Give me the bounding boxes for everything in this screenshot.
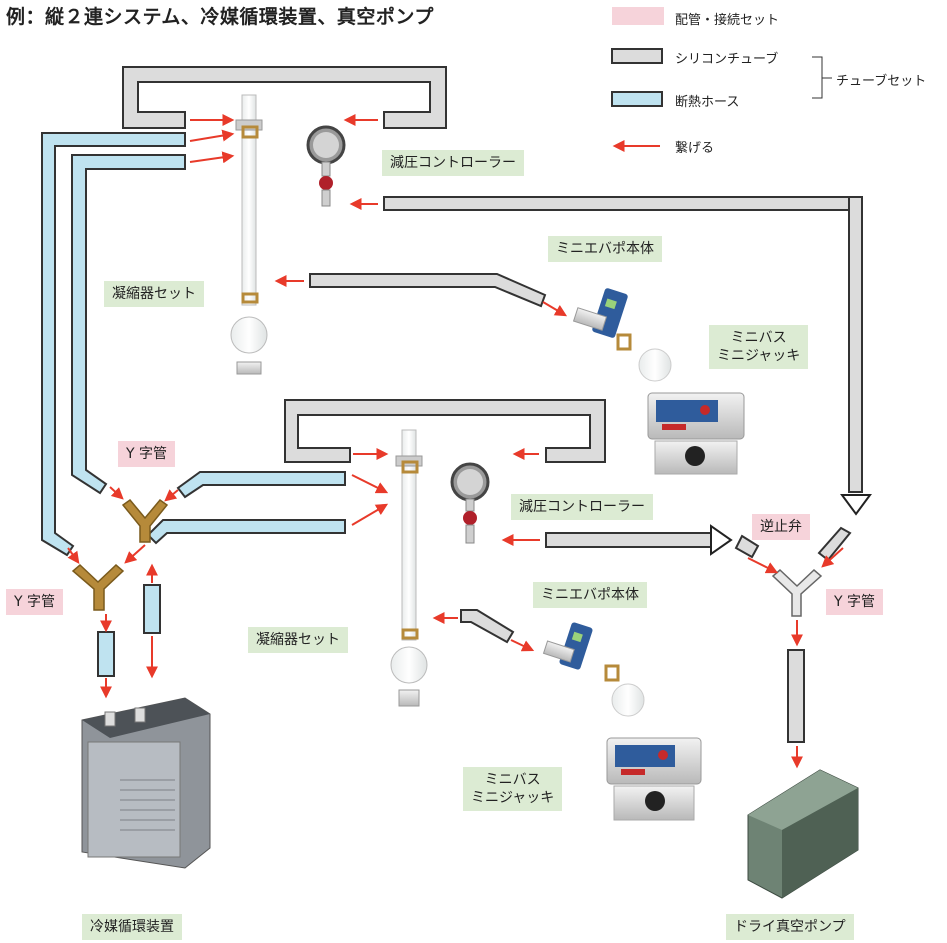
y-tube-upper-icon — [121, 498, 169, 543]
dry-vacuum-pump — [747, 769, 859, 899]
condenser-set-upper — [230, 94, 268, 375]
legend-connect-label: 繋げる — [675, 141, 715, 156]
connection-arrows — [67, 114, 844, 769]
mini-bath-jack-lower — [606, 737, 702, 821]
mini-evaporator-lower — [542, 622, 645, 717]
mini-evaporator-upper — [572, 288, 672, 382]
insulated-hoses — [41, 132, 346, 677]
legend-bracket — [812, 56, 832, 99]
pressure-controller-lower — [450, 462, 490, 544]
condenser-set-lower — [390, 429, 428, 707]
y-tubes — [71, 498, 823, 617]
silicone-tubes — [122, 66, 863, 743]
mini-bath-jack-upper — [647, 392, 745, 475]
legend-tubeset-label: チューブセット — [836, 74, 927, 89]
label-pressure-controller-upper: 減圧コントローラー — [382, 150, 524, 176]
label-condenser-set-upper: 凝縮器セット — [104, 281, 204, 307]
y-tube-lower-icon — [71, 563, 125, 611]
label-check-valve: 逆止弁 — [752, 514, 810, 540]
y-tube-right-icon — [771, 568, 823, 617]
label-mini-bath-jack-upper: ミニバス ミニジャッキ — [709, 325, 809, 369]
label-y-tube-lower: Y 字管 — [6, 589, 64, 615]
label-y-tube-right: Y 字管 — [826, 589, 884, 615]
legend-piping-swatch — [612, 7, 664, 25]
check-valves — [710, 494, 872, 556]
legend-piping-label: 配管・接続セット — [675, 13, 780, 28]
label-dry-vacuum-pump: ドライ真空ポンプ — [726, 914, 854, 940]
legend-silicone-label: シリコンチューブ — [675, 52, 779, 67]
legend-silicone-swatch — [611, 48, 663, 64]
check-valve-icon-vertical — [840, 494, 872, 516]
label-mini-bath-jack-lower: ミニバス ミニジャッキ — [463, 767, 563, 811]
label-mini-evaporator-upper: ミニエバポ本体 — [548, 236, 662, 262]
label-condenser-set-lower: 凝縮器セット — [248, 627, 348, 653]
pressure-controller-upper — [306, 125, 346, 207]
label-refrigerant-circulator: 冷媒循環装置 — [82, 914, 182, 940]
label-y-tube-upper: Y 字管 — [118, 441, 176, 467]
label-mini-evaporator-lower: ミニエバポ本体 — [533, 582, 647, 608]
label-pressure-controller-lower: 減圧コントローラー — [511, 494, 653, 520]
page-title: 例：縦２連システム、冷媒循環装置、真空ポンプ — [6, 6, 434, 28]
check-valve-icon-horizontal — [710, 524, 733, 556]
legend — [611, 7, 832, 152]
legend-hose-label: 断熱ホース — [675, 95, 740, 110]
legend-hose-swatch — [611, 91, 663, 107]
refrigerant-circulator — [81, 697, 211, 869]
